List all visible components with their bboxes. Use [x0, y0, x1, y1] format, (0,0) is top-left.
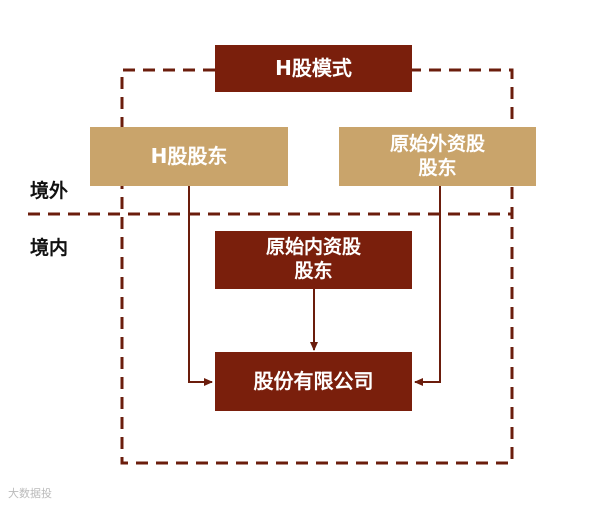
- h-shareholders-box: H股股东: [90, 127, 288, 186]
- watermark: 大数据投: [8, 485, 52, 501]
- domestic-shareholders-line1: 原始内资股: [265, 236, 361, 259]
- h-share-model-title: H股模式: [215, 45, 412, 92]
- domestic-shareholders-box: 原始内资股 股东: [215, 231, 412, 289]
- arrow-h-shareholders-to-company: [188, 186, 213, 386]
- joint-stock-company-box: 股份有限公司: [215, 352, 412, 411]
- foreign-shareholders-line1: 原始外资股: [389, 132, 485, 155]
- foreign-shareholders-box: 原始外资股 股东: [339, 127, 536, 186]
- offshore-label: 境外: [30, 180, 69, 202]
- watermark-text: 大数据投: [8, 487, 52, 500]
- joint-stock-company-text: 股份有限公司: [253, 369, 374, 393]
- h-share-model-text: H股模式: [275, 56, 352, 80]
- onshore-label: 境内: [30, 237, 69, 259]
- h-shareholders-text: H股股东: [150, 144, 228, 168]
- foreign-shareholders-line2: 股东: [418, 156, 457, 179]
- outer-dashed-frame: [120, 68, 514, 465]
- domestic-shareholders-line2: 股东: [294, 260, 333, 282]
- arrow-foreign-to-company: [414, 186, 441, 386]
